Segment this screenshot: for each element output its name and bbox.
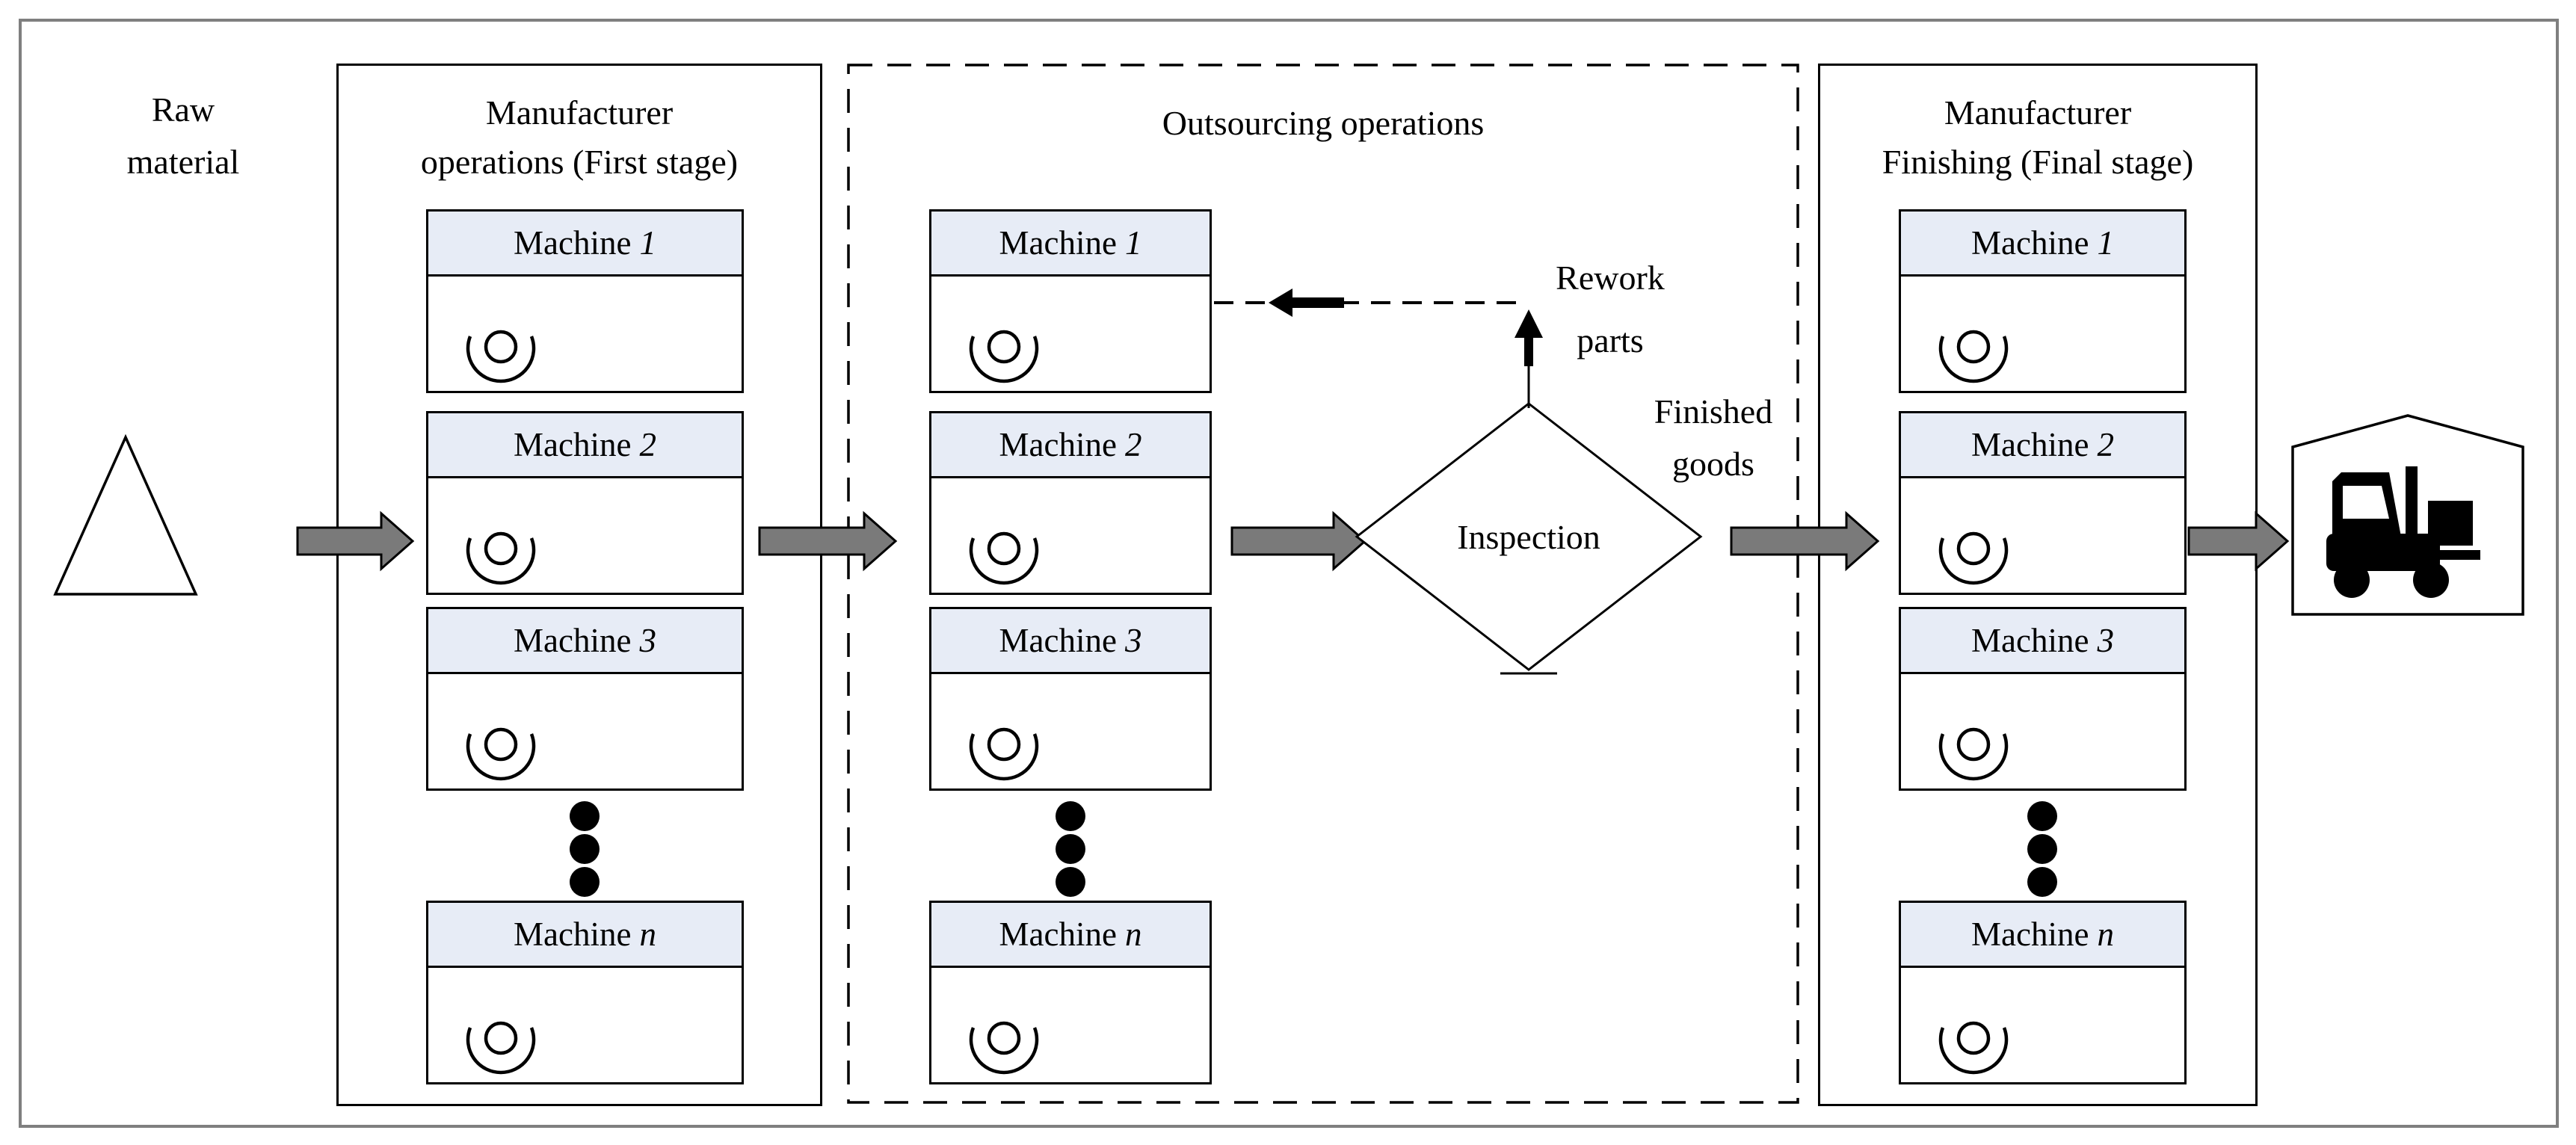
queue-buffer-icon xyxy=(969,727,1039,781)
finishing-stage-title-line1: Manufacturer xyxy=(1944,93,2132,132)
machine-number: 1 xyxy=(1124,224,1142,262)
queue-buffer-icon xyxy=(1938,727,2009,781)
queue-buffer-icon xyxy=(466,531,536,585)
machine-body xyxy=(931,277,1210,389)
rework-parts-label: Rework parts xyxy=(1514,247,1707,372)
finished-label-line2: goods xyxy=(1672,445,1754,483)
machine-name: Machine xyxy=(514,224,632,262)
machine-name: Machine xyxy=(999,916,1117,953)
machine-name: Machine xyxy=(1971,622,2089,659)
machine-number: n xyxy=(639,916,656,953)
inspection-label: Inspection xyxy=(1457,518,1600,556)
queue-buffer-icon xyxy=(969,1021,1039,1075)
machine-number: 2 xyxy=(639,426,656,463)
finishing-stage-title: Manufacturer Finishing (Final stage) xyxy=(1822,88,2254,187)
machine-name: Machine xyxy=(1971,224,2089,262)
queue-buffer-icon xyxy=(969,531,1039,585)
outsourcing-title: Outsourcing operations xyxy=(1162,104,1485,142)
rework-label-line2: parts xyxy=(1577,321,1644,359)
machine-body xyxy=(428,968,742,1080)
queue-buffer-icon xyxy=(466,1021,536,1075)
machine-body xyxy=(1901,674,2184,786)
finishing-stage-title-line2: Finishing (Final stage) xyxy=(1882,143,2194,181)
first-stage-title-line2: operations (First stage) xyxy=(420,143,739,181)
machine-number: 1 xyxy=(2097,224,2114,262)
queue-buffer-icon xyxy=(1938,330,2009,383)
machine-number: 2 xyxy=(1124,426,1142,463)
finished-label-line1: Finished xyxy=(1654,392,1773,430)
machine-number: 3 xyxy=(639,622,656,659)
first-stage-title-line1: Manufacturer xyxy=(485,93,674,132)
queue-buffer-icon xyxy=(1938,531,2009,585)
machine-body xyxy=(931,674,1210,786)
machine-name: Machine xyxy=(999,426,1117,463)
machine-number: n xyxy=(2097,916,2114,953)
machine-number: 1 xyxy=(639,224,656,262)
machine-body xyxy=(931,968,1210,1080)
machine-body xyxy=(931,478,1210,590)
machine-number: 2 xyxy=(2097,426,2114,463)
machine-body xyxy=(428,277,742,389)
queue-buffer-icon xyxy=(466,727,536,781)
machine-name: Machine xyxy=(999,622,1117,659)
machine-number: 3 xyxy=(1124,622,1142,659)
machine-name: Machine xyxy=(1971,916,2089,953)
machine-name: Machine xyxy=(514,622,632,659)
machine-number: n xyxy=(1124,916,1142,953)
machine-name: Machine xyxy=(514,426,632,463)
machine-name: Machine xyxy=(999,224,1117,262)
machine-number: 3 xyxy=(2097,622,2114,659)
raw-material-line1: Raw xyxy=(151,90,215,129)
queue-buffer-icon xyxy=(1938,1021,2009,1075)
rework-label-line1: Rework xyxy=(1556,259,1665,297)
queue-buffer-icon xyxy=(466,330,536,383)
machine-body xyxy=(428,478,742,590)
raw-material-line2: material xyxy=(126,143,240,181)
finished-goods-label: Finished goods xyxy=(1613,386,1814,490)
machine-body xyxy=(1901,277,2184,389)
machine-body xyxy=(428,674,742,786)
queue-buffer-icon xyxy=(969,330,1039,383)
machine-body xyxy=(1901,968,2184,1080)
raw-material-label: Raw material xyxy=(67,84,299,188)
machine-body xyxy=(1901,478,2184,590)
machine-name: Machine xyxy=(514,916,632,953)
first-stage-title: Manufacturer operations (First stage) xyxy=(340,88,819,187)
machine-name: Machine xyxy=(1971,426,2089,463)
